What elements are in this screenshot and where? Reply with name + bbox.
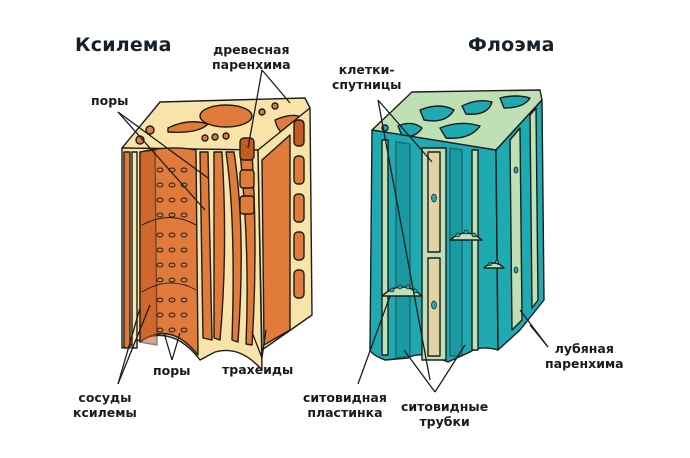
label-xylem-vessels-line2: ксилемы	[73, 405, 137, 420]
label-sieve-tubes: ситовидные трубки	[401, 399, 488, 429]
label-companion-cells-line2: спутницы	[332, 77, 402, 92]
label-phloem-parenchyma-line1: лубяная	[554, 341, 614, 356]
label-pores-top: поры	[91, 93, 129, 108]
label-sieve-tubes-line1: ситовидные	[401, 399, 489, 414]
label-xylem-vessels-line1: сосуды	[78, 390, 132, 405]
label-companion-cells-line1: клетки-	[338, 62, 395, 77]
label-sieve-plate-line2: пластинка	[307, 405, 383, 420]
label-wood-parenchyma-line1: древесная	[213, 42, 290, 57]
phloem-title: Флоэма	[468, 34, 555, 56]
label-sieve-tubes-line2: трубки	[419, 414, 470, 429]
label-wood-parenchyma-line2: паренхима	[212, 57, 291, 72]
label-sieve-plate-line1: ситовидная	[303, 390, 387, 405]
label-phloem-parenchyma: лубяная паренхима	[545, 341, 624, 371]
label-xylem-vessels: сосуды ксилемы	[73, 390, 137, 420]
label-tracheids: трахеиды	[222, 362, 294, 377]
label-wood-parenchyma: древесная паренхима	[212, 42, 291, 72]
label-phloem-parenchyma-line2: паренхима	[545, 356, 624, 371]
xylem-title: Ксилема	[75, 34, 172, 56]
label-pores-bottom: поры	[153, 363, 191, 378]
label-sieve-plate: ситовидная пластинка	[303, 390, 387, 420]
label-companion-cells: клетки- спутницы	[332, 62, 401, 92]
